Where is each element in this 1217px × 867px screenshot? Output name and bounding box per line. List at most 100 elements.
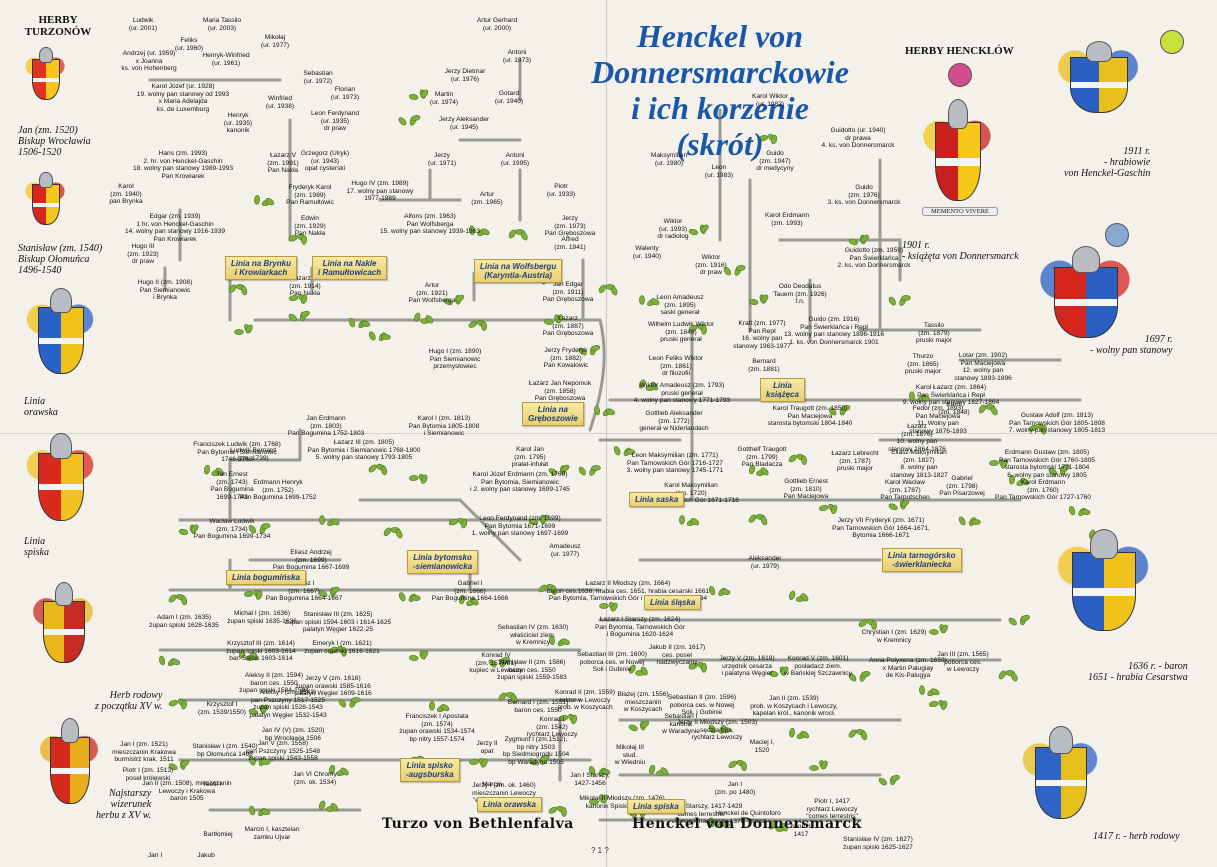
left-heading-line-2: TURZONÓW [24,26,92,38]
page-number-mark: ? 1 ? [591,846,609,855]
leaf-icon [688,323,707,335]
leaf-icon [168,759,190,771]
person-entry: Karol (zm. 1940) pan Brynka [109,183,143,206]
leaf-icon [328,645,347,657]
leaf-icon [168,594,188,606]
person-entry: Tassilo (zm. 1879) pruski major [916,322,952,345]
leaf-icon [809,760,828,771]
person-entry: Aleksy II (zm. 1594) baron ces. 1550 żup… [239,672,309,695]
person-entry: Łazarz I Starszy (zm. 1624) Pan Bytomia,… [594,616,686,639]
heraldry-caption: Najstarszy wizerunek herbu z XV w. [96,788,152,821]
page-fold-horizontal [0,433,1217,434]
leaf-icon [958,516,981,526]
tree-branch [588,318,606,432]
person-entry: Gotard (ur. 1940) [494,90,524,105]
coat-of-arms-icon [13,425,107,525]
leaf-icon [989,459,1008,469]
leaf-icon [544,314,564,325]
person-entry: Karol Erdmann (zm. 1760) Pan Tarnowskich… [995,479,1091,502]
leaf-icon [548,464,570,476]
leaf-icon [788,590,809,602]
coat-of-arms-icon [29,710,109,808]
leaf-icon [723,265,746,276]
person-entry: Błażej (zm. 1556) mieszczanin w Koszycac… [617,691,669,714]
person-entry: Karol Józef Erdmann (zm. 1760) Pan Bytom… [470,471,570,494]
person-entry: Jakub II (zm. 1617) ces. poseł nadzwycza… [648,644,706,667]
person-entry: Konrad IV (zm. 1577/81) kupiec w Lewoczy [469,652,523,675]
person-entry: Bernard (zm. 1881) [748,358,780,373]
person-entry: Henckel de Quintoforo 1376 - Spisz [715,810,781,825]
main-title: Henckel von Donnersmarckowie i ich korze… [515,18,925,162]
person-entry: Gottlieb Ernest (zm. 1810) Pan Maciejowa [783,478,829,501]
leaf-icon [728,759,747,771]
person-entry: Gustaw Adolf (zm. 1813) Pan Tarnowskich … [1008,412,1106,435]
person-entry: Karol Wacław (zm. 1787) Pan Tarputschen [880,479,930,502]
person-entry: Lotar (zm. 1902) Pan Maciejowa 12. wolny… [954,352,1012,382]
leaf-icon [488,656,511,668]
leaf-icon [469,758,488,768]
person-entry: Łazarz V (zm. 1991) Pan Nakła [267,152,299,175]
lineage-scroll: Linia bytomsko -siemianowicka [407,550,479,574]
person-entry: Amadeusz (ur. 1977) [549,543,581,558]
motto-ribbon: MEMENTO VIVERE [922,207,998,216]
leaf-icon [558,713,578,725]
person-entry: Konrad II (zm. 1559) rektor w Lewoczy pr… [554,689,616,712]
leaf-icon [919,685,940,697]
leaf-icon [548,805,567,817]
leaf-icon [443,294,465,306]
lineage-scroll: Linia spiska [627,799,685,814]
lineage-scroll: Linia na Gręboszowie [522,402,584,426]
leaf-icon [1009,474,1029,487]
heraldry-caption: 1911 r. - hrabiowie von Henckel-Gaschin [1064,146,1151,179]
leaf-icon [788,453,807,466]
left-heraldry-heading: HERBY TURZONÓW [18,14,98,38]
page-fold-vertical [606,0,607,867]
leaf-icon [909,391,930,403]
leaf-icon [398,592,421,603]
leaf-icon [978,404,998,416]
person-entry: Michał I (zm. 1636) żupan spiski 1635-16… [227,610,297,625]
person-entry: Jerzy II opat [476,740,498,755]
leaf-icon [709,817,730,829]
leaf-icon [528,754,550,766]
person-entry: Gabriel (zm. 1798) Pan Pisarzowej [939,475,985,498]
person-entry: Erdmann Gustaw (zm. 1805) Pan Tarnowskic… [999,449,1095,479]
person-entry: Gotthelf Traugott (zm. 1799) Pan Bladacz… [737,446,787,469]
person-entry: Karol Jan (zm. 1795) prałat-infułat [511,446,549,469]
coat-of-arms-icon [911,90,1003,206]
leaf-icon [1068,505,1091,517]
person-entry: Wiktor (ur. 1993) dr radiolog [657,218,689,241]
leaf-icon [748,464,769,476]
leaf-icon [408,89,429,100]
person-entry: Guido (zm. 1947) dr medycyny [756,150,794,173]
leaf-icon [929,624,948,635]
leaf-icon [409,473,428,484]
leaf-icon [538,583,557,596]
leaf-icon [408,650,429,661]
coat-of-arms-icon [1021,238,1149,342]
leaf-icon [613,446,636,457]
left-heading-line-1: HERBY [38,14,78,26]
leaf-icon [848,671,871,682]
leaf-icon [748,514,768,526]
leaf-icon [338,697,361,708]
leaf-icon [628,720,650,732]
leaf-icon [159,655,181,667]
person-entry: Antoni (ur. 1973) [502,49,532,64]
person-entry: Jakub I, 1417 [789,823,813,838]
leaf-icon [858,618,877,630]
person-entry: Jakub [197,852,215,859]
leaf-icon [469,225,490,237]
person-entry: Jan II (zm. 1539) prob. w Koszycach i Le… [750,695,838,718]
person-entry: Artur (zm. 1921) Pan Wolfsberga [408,282,456,305]
person-entry: Jerzy V (zm. 1616) żupan orawski 1585-16… [294,675,372,698]
leaf-icon [578,344,601,356]
heraldry-caption: 1636 r. - baron 1651 - hrabia Cesarstwa [1088,661,1188,683]
leaf-icon [878,774,900,786]
person-entry: Wiktor Amadeusz (zm. 1793) pruski genera… [633,382,731,405]
title-line-3: (skrót) [676,126,764,162]
leaf-icon [598,284,618,296]
leaf-icon [318,586,340,598]
leaf-icon [599,602,618,612]
lineage-scroll: Linia na Brynku i Krowiarkach [225,256,298,280]
